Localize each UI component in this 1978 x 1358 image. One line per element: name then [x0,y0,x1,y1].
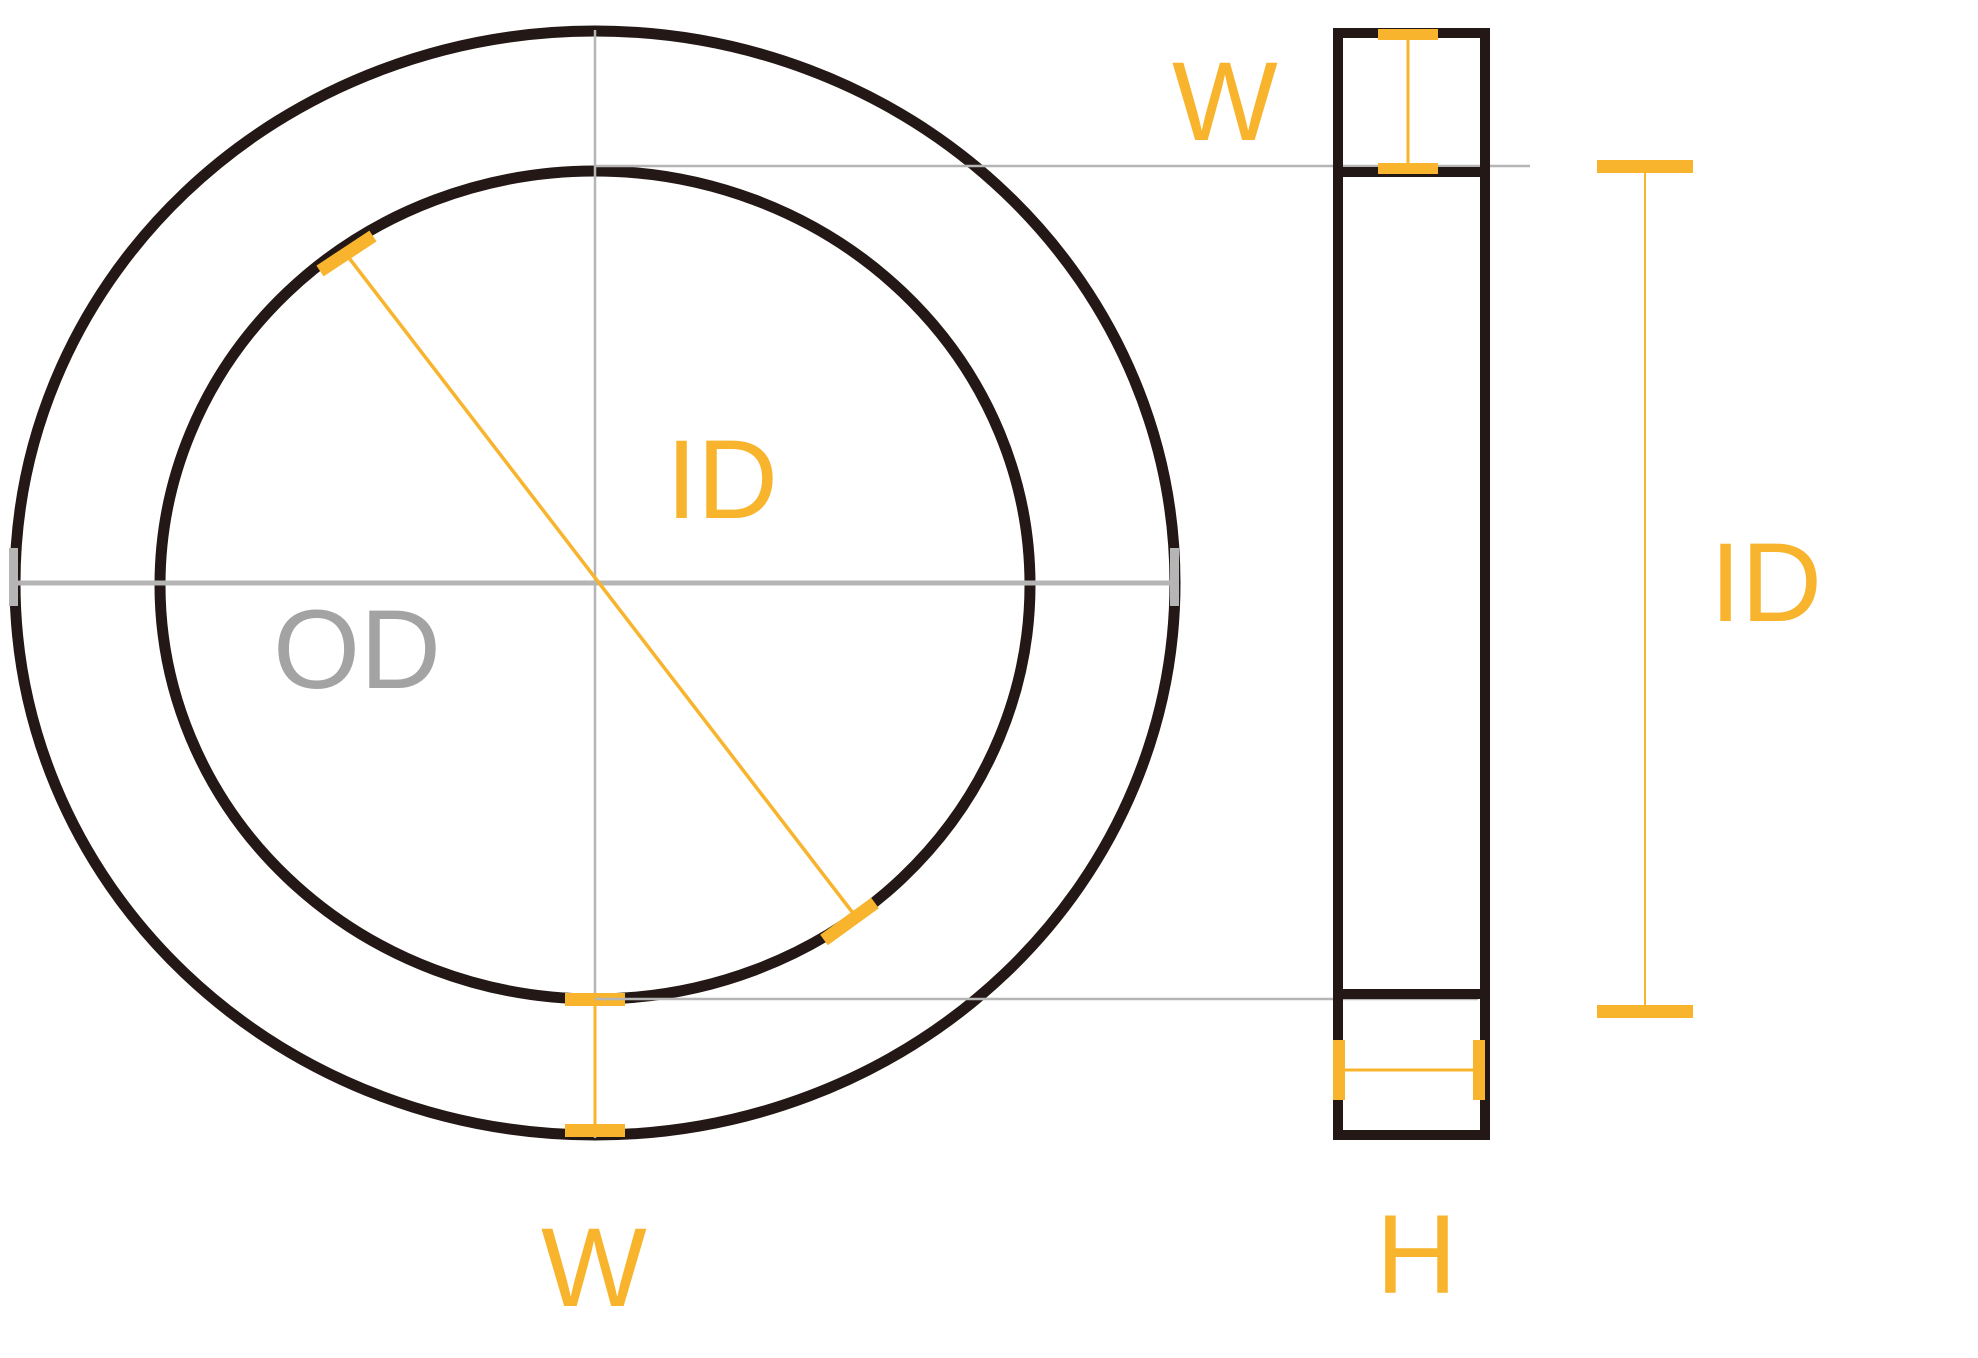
side-view-body [1333,28,1490,1140]
side-w-tick-bottom [1378,163,1438,174]
od-tick-right [1170,548,1179,606]
side-view [1333,28,1490,1140]
id-diagonal-tick-bottom [820,897,879,946]
id-side-tick-bottom [1597,1005,1693,1018]
h-side-label: H [1376,1192,1457,1317]
id-diagonal-dimension-line [344,252,858,919]
h-tick-right [1473,1040,1485,1100]
od-label: OD [273,587,441,712]
w-bottom-label: W [541,1205,647,1330]
front-view [9,25,1181,1141]
od-tick-left [9,548,18,606]
id-ring-label: ID [666,417,778,542]
side-w-tick-top [1378,29,1438,40]
w-tick-outer [565,1124,625,1137]
id-side-tick-top [1597,160,1693,173]
id-diagonal-tick-top [316,230,377,277]
id-side-label: ID [1710,520,1822,645]
h-tick-left [1333,1040,1345,1100]
w-top-label: W [1172,39,1278,164]
id-side-dimension [1597,160,1693,1018]
